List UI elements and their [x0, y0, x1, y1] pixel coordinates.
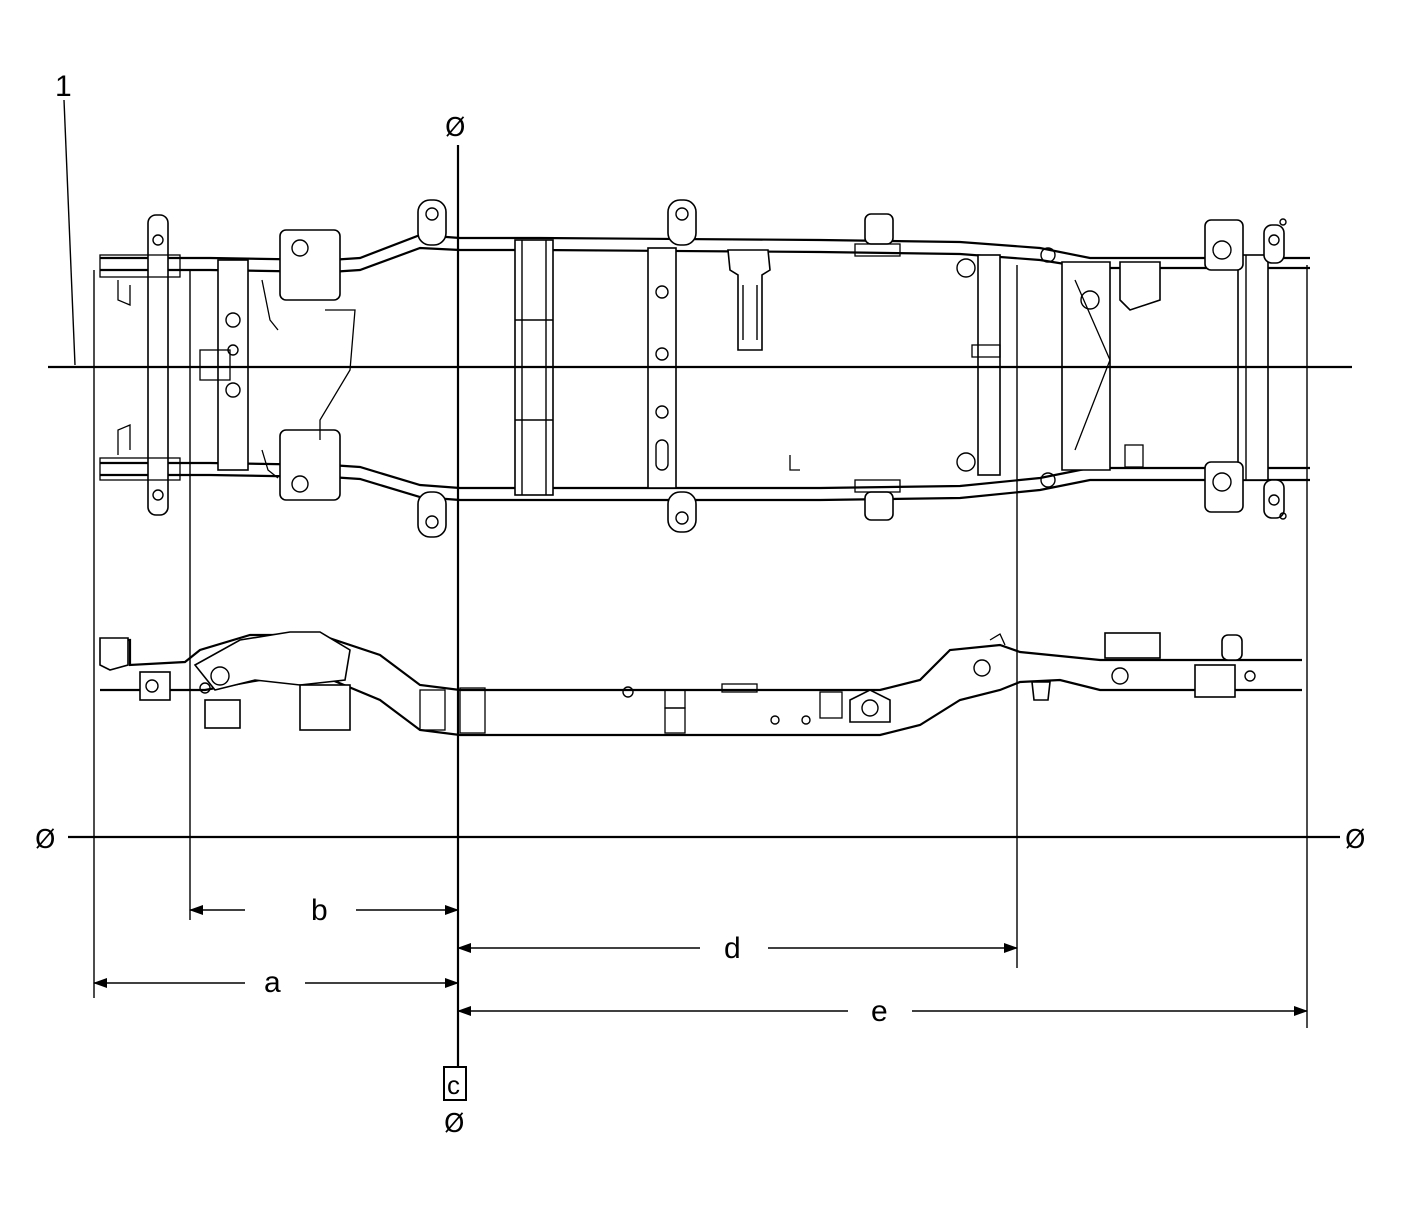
- dimension-label-a: a: [264, 966, 281, 999]
- callout-1-label: 1: [55, 70, 72, 103]
- labels: 1 Ø Ø Ø Ø b d a e c: [35, 70, 1365, 1139]
- dimension-label-b: b: [311, 894, 328, 927]
- dimension-label-c: c: [447, 1070, 460, 1100]
- datum-lines: [48, 99, 1352, 1067]
- frame-top-view: [99, 199, 1310, 538]
- dimension-label-d: d: [724, 932, 741, 965]
- datum-symbol-bottom: Ø: [444, 1109, 464, 1139]
- reference-c-box: [443, 1066, 467, 1101]
- frame-side-view: [99, 631, 1302, 737]
- datum-symbol-left: Ø: [35, 825, 55, 855]
- dimension-label-e: e: [871, 995, 888, 1028]
- dimension-arrows: [93, 905, 1308, 1016]
- callout-1-leader: [63, 99, 76, 366]
- datum-symbol-right: Ø: [1345, 825, 1365, 855]
- datum-symbol-top: Ø: [445, 113, 465, 143]
